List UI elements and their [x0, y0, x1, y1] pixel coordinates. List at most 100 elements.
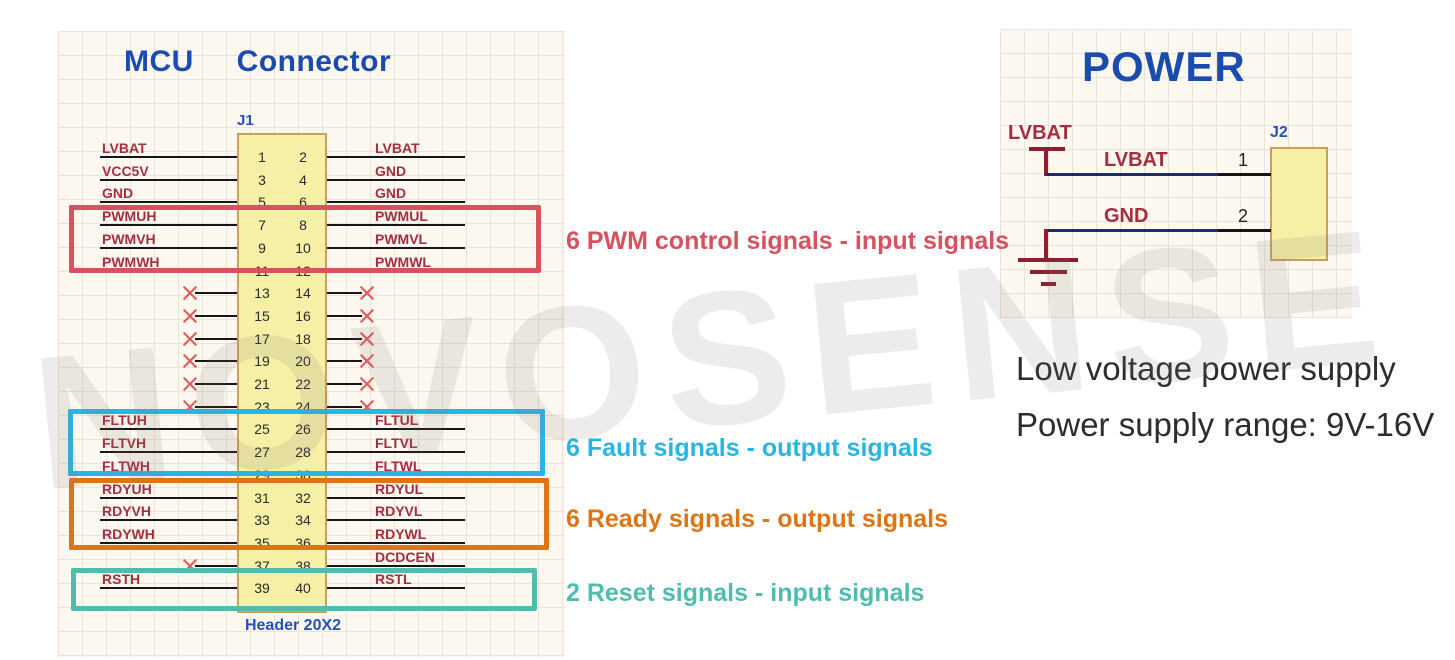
net-label-left: RDYWH [102, 525, 155, 542]
no-connect-icon [358, 375, 376, 393]
pin-wire-right [327, 246, 465, 249]
pin-number-left: 15 [254, 307, 270, 324]
gnd-wire [1046, 229, 1218, 232]
pin-wire-right [327, 314, 362, 317]
pin-wire-right [327, 405, 362, 408]
pin-number-right: 18 [295, 330, 311, 347]
net-label-right: GND [375, 162, 407, 179]
net-label-left: GND [102, 185, 134, 202]
pin-number-right: 22 [295, 376, 311, 392]
footprint-label: Header 20X2 [244, 617, 342, 634]
pin-number-right: 20 [295, 353, 311, 370]
j2-pin2-line [1218, 229, 1271, 232]
pin-number-right: 8 [299, 217, 307, 234]
net-label-left: PWMWH [102, 253, 160, 270]
j2-pin1-line [1218, 173, 1271, 176]
pin-wire-left [195, 337, 237, 340]
no-connect-icon [358, 284, 376, 302]
no-connect-icon [181, 307, 199, 325]
pin-wire-right [327, 587, 465, 590]
pin-wire-left [100, 428, 237, 431]
pin-wire-left [100, 224, 237, 227]
reset-group-box [71, 568, 537, 611]
reset-note: 2 Reset signals - input signals [566, 579, 925, 607]
power-title: POWER [1082, 43, 1246, 90]
net-label-left: VCC5V [102, 162, 149, 179]
j1-designator: J1 [237, 112, 254, 129]
net-label-right: RDYWL [375, 525, 427, 542]
ground-stem [1044, 229, 1048, 258]
pin-wire-left [195, 405, 237, 408]
pin-number-left: 21 [254, 376, 270, 392]
pin-wire-left [195, 383, 237, 385]
net-label-right: PWMWL [375, 253, 431, 270]
pin-wire-right [327, 178, 465, 181]
no-connect-icon [181, 375, 199, 393]
pin-wire-left [195, 292, 237, 295]
pin-wire-left [195, 314, 237, 317]
net-label-right: FLTWL [375, 457, 422, 474]
pin-wire-left [195, 360, 237, 363]
net-label-left: LVBAT [102, 140, 147, 156]
pin-number-right: 16 [295, 307, 311, 324]
power-caption: Low voltage power supply Power supply ra… [1016, 341, 1434, 453]
no-connect-icon [358, 330, 376, 348]
pin-number-right: 10 [295, 239, 311, 256]
pin-wire-right [327, 451, 465, 454]
pin-number-left: 5 [258, 194, 266, 211]
pin-wire-left [100, 178, 237, 181]
pin-number-right: 14 [295, 285, 311, 302]
pin-wire-left [100, 451, 237, 454]
net-label-right: RDYVL [375, 503, 423, 520]
net-label-left: PWMVH [102, 230, 156, 247]
net-label-left: FLTVH [102, 435, 147, 452]
no-connect-icon [181, 284, 199, 302]
caption-line-2: Power supply range: 9V-16V [1016, 406, 1435, 443]
pin-wire-right [327, 337, 362, 340]
pin-number-left: 27 [254, 444, 270, 461]
pwm-note: 6 PWM control signals - input signals [566, 227, 1010, 255]
pwm-group-box [69, 205, 541, 273]
pin-wire-right [327, 519, 465, 522]
pin-number-left: 17 [254, 330, 270, 347]
pin-number-left: 19 [254, 353, 270, 370]
lvbat-power-flag-label: LVBAT [1008, 122, 1072, 144]
power-schematic-panel: POWER LVBAT LVBAT 1 GND 2 J2 [1000, 29, 1352, 318]
pin-number-left: 1 [258, 149, 266, 165]
pin-wire-right [327, 541, 465, 544]
pin-number-right: 6 [299, 194, 307, 211]
pin-number-left: 33 [254, 512, 270, 529]
net-label-left: FLTWH [102, 457, 150, 474]
lvbat-net-label: LVBAT [1104, 149, 1168, 171]
net-label-right: GND [375, 185, 407, 202]
ground-bar-2 [1030, 270, 1067, 274]
j2-connector-body [1270, 147, 1328, 261]
pin-wire-left [100, 541, 237, 544]
fault-group-box [68, 409, 545, 476]
pin-number-left: 39 [254, 580, 270, 597]
pin-number-right: 34 [295, 512, 311, 529]
pin-wire-left [195, 564, 237, 567]
pin-wire-right [327, 201, 465, 204]
net-label-left: RDYUH [102, 480, 152, 497]
no-connect-icon [181, 352, 199, 370]
net-label-left: FLTUH [102, 412, 147, 429]
pin-number-right: 32 [295, 489, 311, 506]
pin-number-left: 9 [258, 239, 266, 256]
pin-number-left: 25 [254, 421, 270, 438]
pin-number-right: 40 [295, 580, 311, 597]
mcu-title: MCU Connector [124, 45, 392, 78]
pin-wire-left [100, 496, 237, 499]
pin-wire-left [100, 587, 237, 590]
ready-group-box [69, 478, 549, 550]
no-connect-icon [358, 352, 376, 370]
net-label-right: FLTUL [375, 412, 419, 429]
pin-wire-right [327, 360, 362, 363]
no-connect-icon [358, 307, 376, 325]
j1-connector-body [237, 133, 327, 613]
no-connect-icon [181, 330, 199, 348]
net-label-right: DCDCEN [375, 548, 435, 565]
gnd-net-label: GND [1104, 205, 1149, 227]
